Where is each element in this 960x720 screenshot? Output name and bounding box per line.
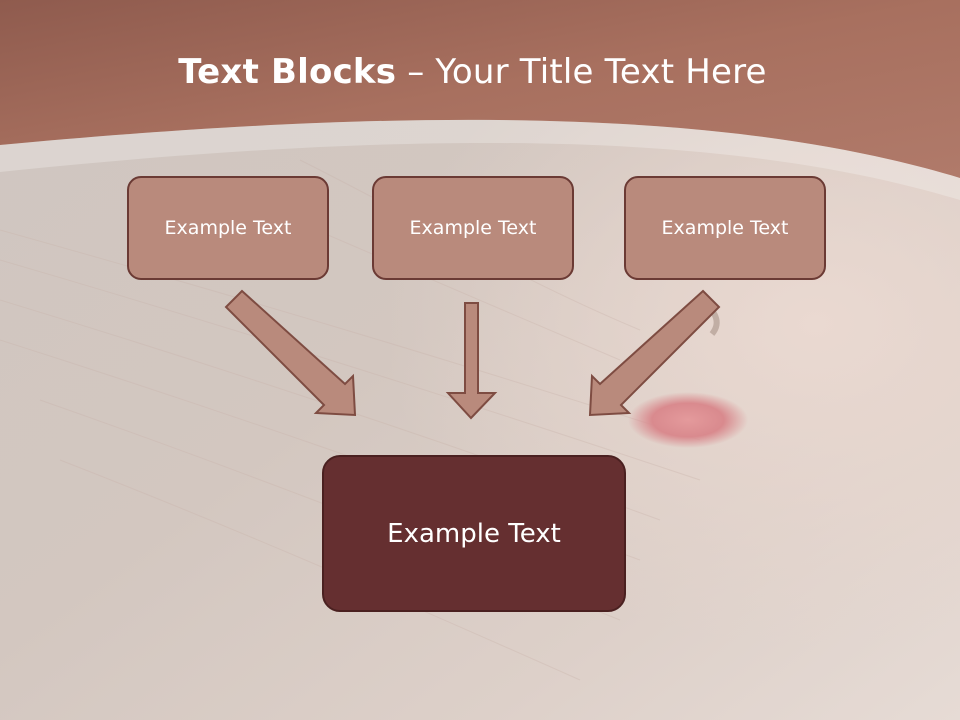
text-box-1[interactable]: Example Text	[127, 176, 329, 280]
main-text-box[interactable]: Example Text	[322, 455, 626, 612]
slide-title: Text Blocks – Your Title Text Here	[0, 52, 945, 92]
text-box-1-label: Example Text	[164, 217, 292, 239]
text-box-3-label: Example Text	[661, 217, 789, 239]
text-box-3[interactable]: Example Text	[624, 176, 826, 280]
title-band	[0, 0, 960, 200]
text-box-2[interactable]: Example Text	[372, 176, 574, 280]
title-bold: Text Blocks	[178, 52, 397, 92]
title-separator: –	[396, 52, 436, 92]
arrow-right	[588, 289, 721, 417]
title-rest: Your Title Text Here	[435, 52, 767, 92]
arrow-left	[224, 289, 357, 417]
arrow-center	[445, 302, 498, 420]
main-text-box-label: Example Text	[387, 518, 561, 549]
text-box-2-label: Example Text	[409, 217, 537, 239]
